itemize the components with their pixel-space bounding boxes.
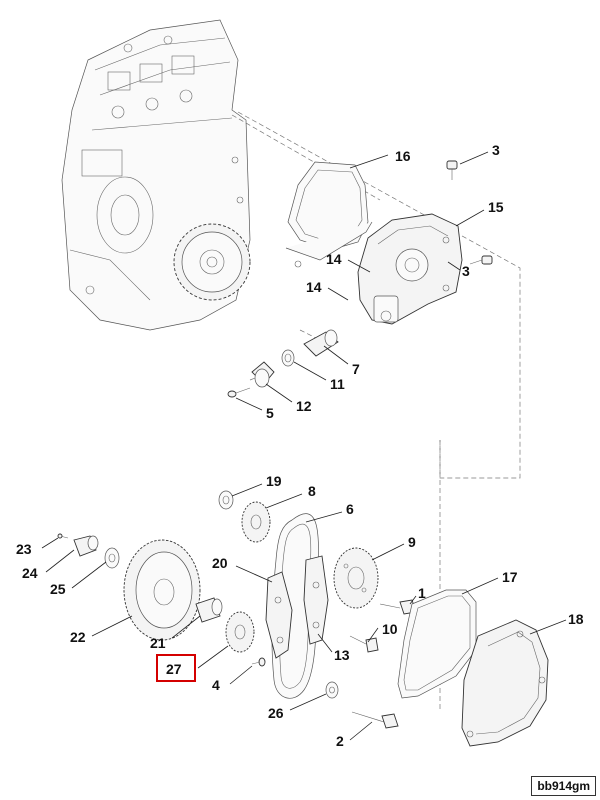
crankshaft-gear [173,223,251,301]
callout-19: 19 [266,473,282,489]
callout-23: 23 [16,541,32,557]
thrust-washer-25 [104,547,120,569]
callout-5: 5 [266,405,274,421]
callout-18: 18 [568,611,584,627]
sprocket-27 [225,611,255,653]
bushing-24 [73,535,99,557]
washer-19 [218,490,234,510]
idler-gear-22 [123,539,201,641]
leader-lines [41,151,567,741]
front-cover-18 [461,619,549,747]
bushing-21 [195,597,223,623]
callout-16: 16 [395,148,411,164]
oil-pump-housing-15 [357,213,463,325]
chain-guide-20 [265,571,293,659]
callout-11: 11 [330,376,345,392]
highlight-box-callout-27 [156,654,196,682]
bolt-2 [351,711,399,729]
callout-22: 22 [70,629,86,645]
sprocket-8 [241,501,271,543]
callout-21: 21 [150,635,166,651]
o-ring-11 [281,349,295,367]
sprocket-9 [333,547,379,609]
bolt-3-upper [446,160,458,180]
bolt-3-right [469,255,493,265]
plug-12 [251,361,275,388]
callout-2: 2 [336,733,344,749]
figure-code: bb914gm [531,776,596,796]
callout-8: 8 [308,483,316,499]
callout-3-top: 3 [492,142,500,158]
callout-24: 24 [22,565,38,581]
callout-15: 15 [488,199,504,215]
callout-labels: 16 3 15 14 14 3 7 11 12 5 19 8 6 9 23 24… [16,142,584,749]
callout-1: 1 [418,585,426,601]
bolt-10 [349,635,379,653]
callout-3-right: 3 [462,263,470,279]
gasket-17 [397,589,477,699]
callout-4: 4 [212,677,220,693]
pin-23 [57,533,69,539]
callout-25: 25 [50,581,66,597]
chain-tensioner-13 [303,555,329,645]
callout-14-upper: 14 [326,251,342,267]
washer-26 [325,681,339,699]
callout-7: 7 [352,361,360,377]
callout-27: 27 [166,661,182,677]
callout-13: 13 [334,647,350,663]
relief-valve-7 [303,329,339,357]
callout-20: 20 [212,555,228,571]
callout-26: 26 [268,705,284,721]
bolt-4 [251,657,266,667]
callout-9: 9 [408,534,416,550]
callout-14-lower: 14 [306,279,322,295]
callout-6: 6 [346,501,354,517]
callout-12: 12 [296,398,312,414]
gasket-16 [285,161,373,268]
callout-17: 17 [502,569,518,585]
callout-10: 10 [382,621,398,637]
bolt-5 [227,387,251,398]
